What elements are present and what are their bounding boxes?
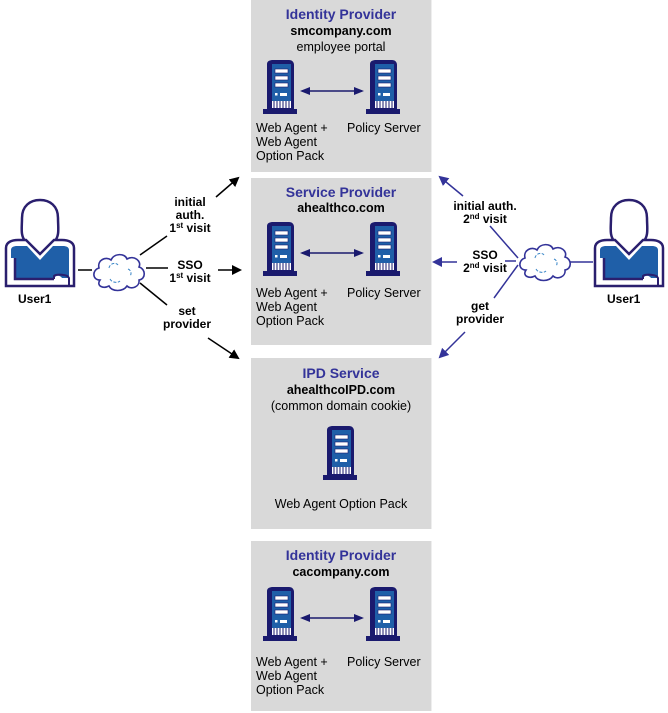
left-set-provider-arrow [207,337,240,360]
right-get-provider-line [493,264,519,299]
left-initial-auth-arrow [215,176,240,198]
flow-label-visit: 2nd visit [463,212,507,226]
flow-label-line: provider [162,317,211,331]
box-domain: ahealthco.com [297,201,385,215]
right-initial-auth-arrow [438,175,464,197]
flow-label-line: set [178,304,196,318]
policy-server-label: Policy Server [347,286,421,300]
box-title: Service Provider [285,184,397,200]
service-provider-box: Service Provider ahealthco.com Web Agent… [251,178,432,345]
left-initial-auth-line [139,235,168,256]
policy-server-label: Policy Server [347,655,421,669]
box-title: Identity Provider [285,547,397,563]
flow-label-line: SSO [177,258,203,272]
flow-label-visit: 1st visit [169,271,211,285]
right-flow-get-provider-label: get provider [445,300,515,326]
identity-provider-cacompany-box: Identity Provider cacompany.com Web Agen… [251,541,432,711]
right-user-label: User1 [607,292,641,306]
policy-server-icon [366,222,400,276]
policy-server-icon [366,60,400,114]
ipd-service-box: IPD Service ahealthcoIPD.com (common dom… [251,358,432,529]
web-agent-server-icon [263,222,297,276]
right-user-icon [593,198,665,288]
flow-label-line: auth. [175,208,205,222]
web-agent-server-icon [263,60,297,114]
bidirectional-arrow-icon [300,614,364,622]
left-cloud-icon [93,253,146,292]
box-domain: ahealthcoIPD.com [286,383,396,397]
web-agent-label: Web Agent + Web Agent Option Pack [256,655,328,697]
flow-label-visit: 2nd visit [463,261,507,275]
right-cloud-icon [519,243,572,282]
bidirectional-arrow-icon [300,87,364,95]
server-label: Web Agent Option Pack [274,497,408,511]
identity-provider-smcompany-box: Identity Provider smcompany.com employee… [251,0,432,172]
bidirectional-arrow-icon [300,249,364,257]
web-agent-label: Web Agent + Web Agent Option Pack [256,286,328,328]
box-subtitle: employee portal [296,40,386,54]
web-agent-label: Web Agent + Web Agent Option Pack [256,121,328,163]
left-user-label: User1 [18,292,52,306]
box-domain: cacompany.com [292,565,390,579]
left-user-icon [4,198,76,288]
policy-server-icon [366,587,400,641]
left-set-provider-line [139,282,168,306]
box-subtitle: (common domain cookie) [270,399,412,413]
flow-label-visit: 1st visit [169,221,211,235]
right-flow-sso-label: SSO 2nd visit [455,249,515,275]
policy-server-label: Policy Server [347,121,421,135]
flow-label-line: initial [174,195,206,209]
box-title: Identity Provider [285,6,397,22]
left-flow-sso-label: SSO 1st visit [160,259,220,285]
box-domain: smcompany.com [290,24,392,38]
flow-label-line: initial auth. [453,199,517,213]
web-agent-server-icon [263,587,297,641]
left-flow-initial-auth-label: initial auth. 1st visit [160,196,220,235]
right-get-provider-arrow [438,331,466,359]
flow-label-line: SSO [472,248,498,262]
flow-label-line: get [471,299,489,313]
left-flow-set-provider-label: set provider [152,305,222,331]
right-initial-auth-line [489,225,519,259]
box-title: IPD Service [302,365,380,381]
flow-label-line: provider [455,312,504,326]
web-agent-option-pack-server-icon [323,426,357,480]
right-flow-initial-auth-label: initial auth. 2nd visit [440,200,530,226]
